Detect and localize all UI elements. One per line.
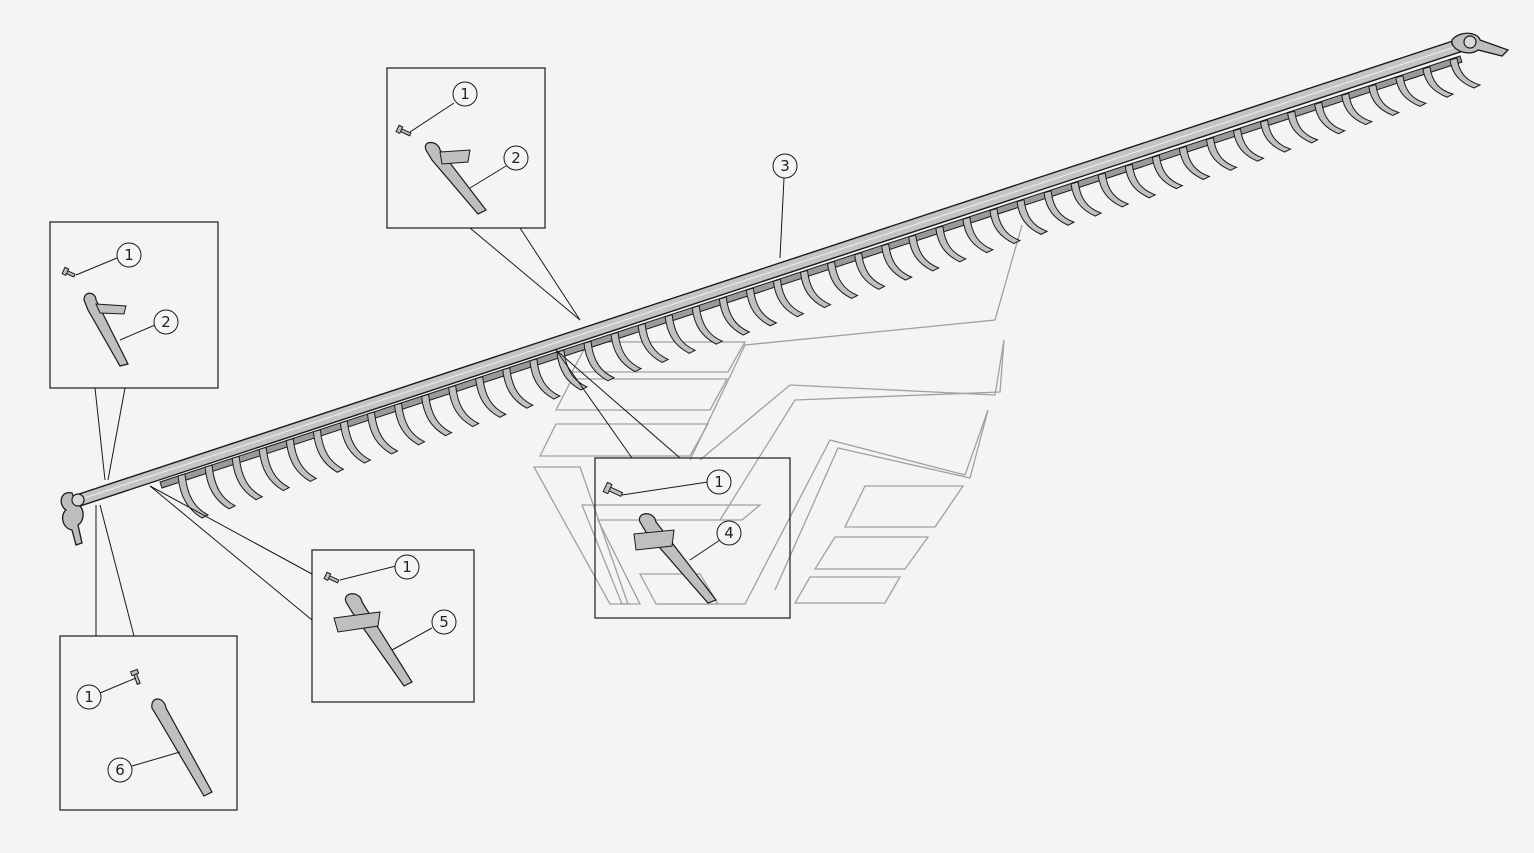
tine-part (638, 513, 717, 604)
svg-text:1: 1 (84, 688, 94, 706)
right-end-crank (1451, 32, 1510, 57)
tine (583, 340, 616, 382)
svg-text:1: 1 (124, 246, 134, 264)
tine (854, 252, 886, 290)
tine (366, 411, 399, 455)
tine (339, 420, 372, 464)
tine (448, 384, 480, 428)
tine (1124, 163, 1157, 199)
tine (1422, 66, 1455, 98)
tine (1097, 172, 1130, 208)
tine (529, 358, 561, 400)
detail-box-lower-middle (311, 549, 475, 703)
detail-box-center (594, 457, 791, 619)
ghost-outline (532, 224, 1023, 605)
tine (1232, 128, 1265, 162)
callouts: 1 2 1 2 3 1 4 1 5 1 6 (76, 81, 798, 783)
tine (285, 437, 318, 482)
tine (881, 243, 913, 281)
callout-2-top: 2 (503, 145, 529, 171)
callout-1-lower-left: 1 (76, 684, 102, 710)
tine (691, 305, 724, 345)
tine (745, 287, 778, 327)
tine-part (151, 698, 213, 797)
callout-1-top: 1 (452, 81, 478, 107)
tine (664, 314, 697, 354)
tine (1314, 101, 1347, 135)
svg-text:4: 4 (724, 524, 734, 542)
tine (908, 234, 940, 272)
tine (610, 331, 643, 373)
tine (556, 349, 589, 391)
svg-text:6: 6 (115, 761, 125, 779)
svg-text:1: 1 (402, 558, 412, 576)
tine (826, 260, 859, 299)
callout-1-left-upper: 1 (116, 242, 142, 268)
left-end-crank (60, 492, 85, 546)
tine (1070, 181, 1103, 217)
tine (989, 207, 1022, 245)
leader-lines (94, 227, 681, 637)
reel-bar-assembly (60, 32, 1510, 546)
svg-text:2: 2 (161, 313, 171, 331)
tine (799, 269, 832, 309)
tine (475, 375, 507, 418)
tine-part (424, 141, 487, 215)
tine (502, 367, 534, 409)
tine (1368, 83, 1401, 116)
svg-text:5: 5 (439, 613, 449, 631)
tine (962, 216, 995, 254)
svg-text:3: 3 (780, 157, 790, 175)
tine-row (177, 57, 1482, 519)
tine (1205, 137, 1238, 171)
detail-box-lower-left (59, 635, 238, 811)
tine (177, 473, 210, 519)
tine (935, 225, 968, 263)
tine (1259, 119, 1292, 153)
tine (1151, 154, 1184, 190)
callout-2-left-upper: 2 (153, 309, 179, 335)
pin-part (61, 266, 76, 278)
tine (204, 464, 237, 510)
tine (637, 322, 670, 364)
tine (1043, 190, 1076, 226)
svg-text:2: 2 (511, 149, 521, 167)
callout-3: 3 (772, 153, 798, 259)
svg-text:1: 1 (714, 473, 724, 491)
tine (1395, 75, 1428, 107)
callout-1-lower-middle: 1 (394, 554, 420, 580)
callout-6: 6 (107, 757, 133, 783)
callout-4: 4 (716, 520, 742, 546)
tine (772, 278, 805, 318)
tine-part (83, 292, 129, 367)
tine-support-strip (159, 55, 1463, 489)
tine (421, 393, 453, 437)
tine (1341, 92, 1374, 126)
callout-5: 5 (431, 609, 457, 635)
tine (258, 446, 291, 492)
tine (312, 429, 345, 473)
tine (393, 402, 426, 446)
svg-text:1: 1 (460, 85, 470, 103)
tine (718, 296, 751, 336)
callout-1-center: 1 (706, 469, 732, 495)
tine (1178, 145, 1211, 181)
tine (1016, 198, 1049, 235)
tine (1449, 57, 1482, 89)
tine (231, 455, 264, 501)
tine (1287, 110, 1319, 144)
